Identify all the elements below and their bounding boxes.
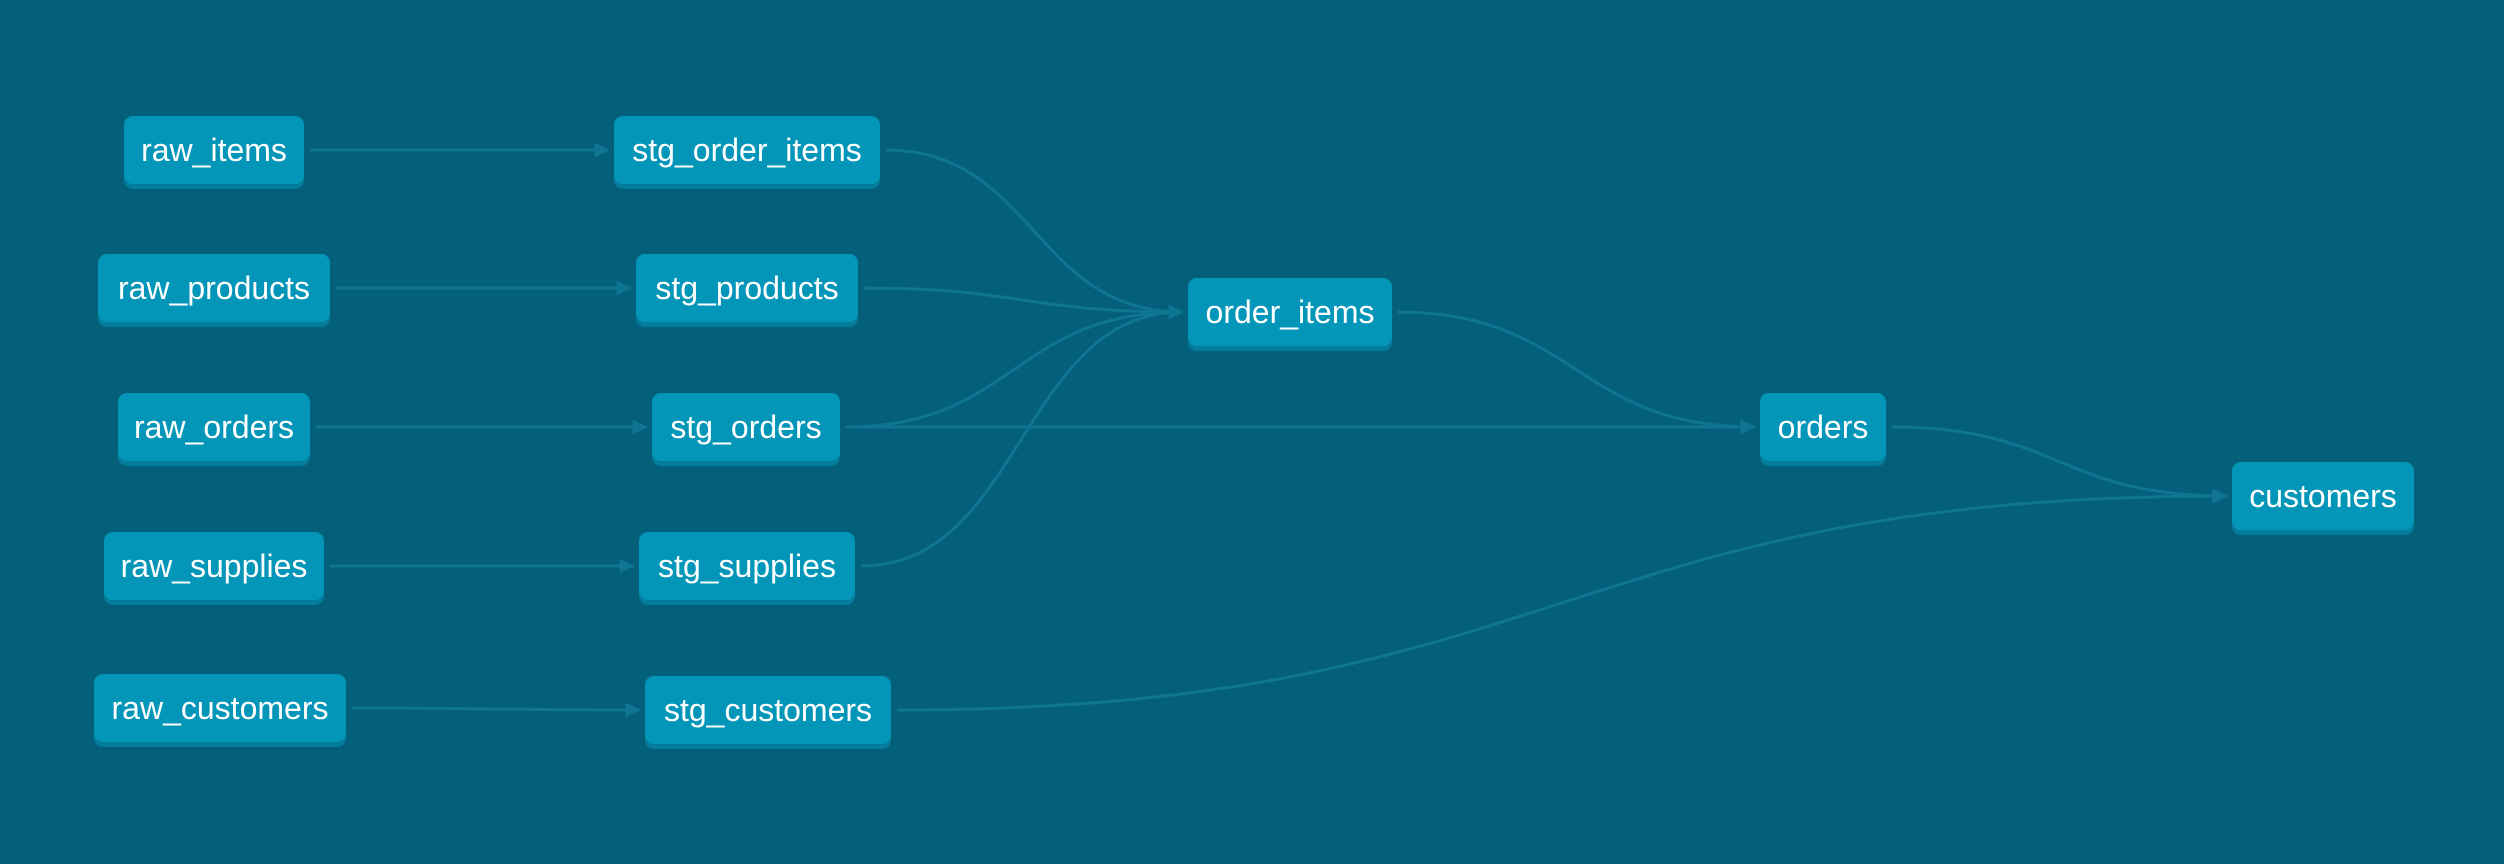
edge-raw-customers-to-stg-customers	[351, 702, 641, 718]
node-stg-customers[interactable]: stg_customers	[645, 676, 891, 744]
node-stg-orders[interactable]: stg_orders	[652, 393, 840, 461]
edge-stg-order-items-to-order-items	[885, 148, 1184, 320]
edge-stg-supplies-to-order-items	[860, 304, 1184, 568]
node-raw-supplies[interactable]: raw_supplies	[104, 532, 324, 600]
node-stg-supplies[interactable]: stg_supplies	[639, 532, 855, 600]
node-raw-items[interactable]: raw_items	[124, 116, 304, 184]
node-stg-products[interactable]: stg_products	[636, 254, 858, 322]
edge-orders-to-customers	[1891, 425, 2228, 504]
node-order-items[interactable]: order_items	[1188, 278, 1392, 346]
edge-stg-customers-to-customers	[896, 488, 2228, 712]
node-stg-order-items[interactable]: stg_order_items	[614, 116, 880, 184]
node-raw-products[interactable]: raw_products	[98, 254, 330, 322]
edge-stg-orders-to-order-items	[845, 304, 1184, 429]
edge-stg-products-to-order-items	[863, 286, 1184, 320]
node-orders[interactable]: orders	[1760, 393, 1886, 461]
node-raw-customers[interactable]: raw_customers	[94, 674, 346, 742]
node-raw-orders[interactable]: raw_orders	[118, 393, 310, 461]
edge-order-items-to-orders	[1397, 310, 1756, 435]
node-customers[interactable]: customers	[2232, 462, 2414, 530]
